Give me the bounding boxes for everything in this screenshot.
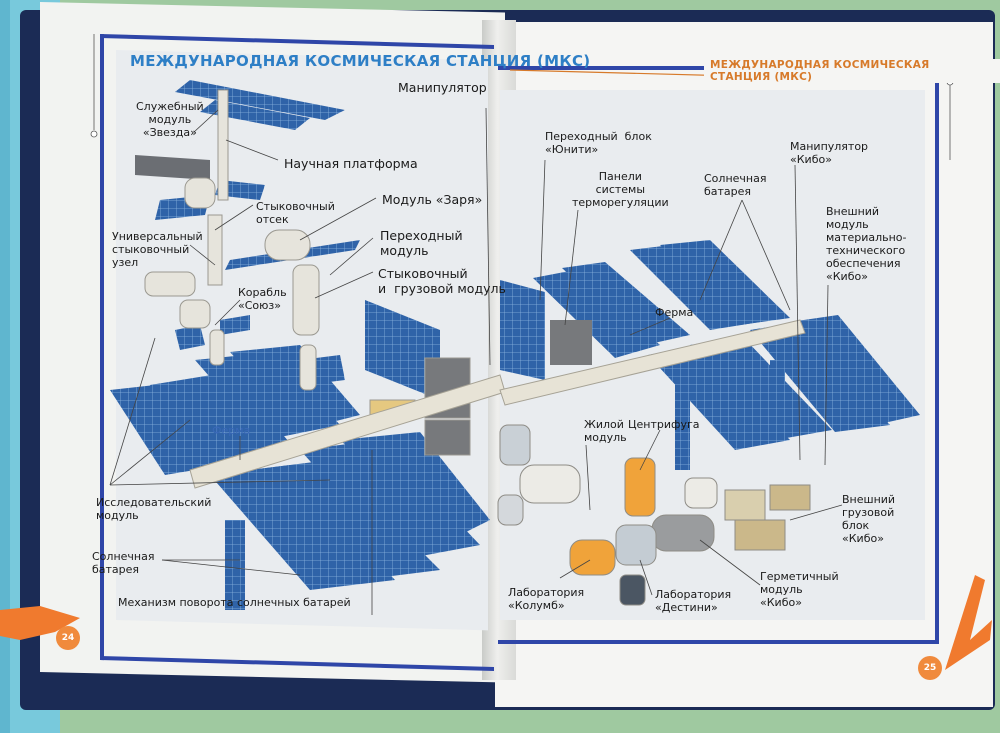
right-leader-lines — [539, 159, 843, 596]
label-rotation-mechanism: Механизм поворота солнечных батарей — [118, 596, 351, 609]
label-kibo-manipulator: Манипулятор «Кибо» — [790, 140, 869, 166]
label-truss-left: Ферма — [212, 424, 251, 437]
label-research-module: Исследовательский модуль — [96, 496, 212, 522]
label-columbus: Лаборатория «Колумб» — [508, 586, 585, 612]
label-soyuz: Корабль «Союз» — [238, 286, 287, 312]
label-unity: Переходный блок «Юнити» — [545, 130, 652, 156]
left-orange-wing — [0, 606, 80, 640]
label-kibo-external: Внешний модуль материально- технического… — [826, 205, 907, 283]
label-solar-array-left: Солнечная батарея — [92, 550, 155, 576]
label-kibo-cargo: Внешний грузовой блок «Кибо» — [842, 493, 896, 545]
left-leader-lines — [109, 107, 491, 615]
label-manipulator: Манипулятор — [398, 80, 487, 95]
label-science-platform: Научная платформа — [284, 156, 418, 171]
right-modules — [497, 424, 811, 606]
label-transfer-module: Переходный модуль — [380, 228, 463, 258]
label-zvezda: Служебный модуль «Звезда» — [136, 100, 204, 139]
label-solar-array-right: Солнечная батарея — [704, 172, 767, 198]
label-thermal-panels: Панели системы терморегуляции — [572, 170, 669, 209]
left-page-number: 24 — [56, 626, 80, 650]
right-page-number: 25 — [918, 656, 942, 680]
label-zarya: Модуль «Заря» — [382, 192, 483, 207]
right-solar-arrays — [500, 240, 920, 470]
label-docking-bay: Стыковочный отсек — [256, 200, 335, 226]
label-truss-right: Ферма — [655, 306, 694, 319]
label-centrifuge: Центрифуга — [628, 418, 700, 431]
right-page-title: МЕЖДУНАРОДНАЯ КОСМИЧЕСКАЯ СТАНЦИЯ (МКС) — [704, 59, 1000, 83]
label-kibo-pressurized: Герметичный модуль «Кибо» — [760, 570, 839, 609]
label-docking-cargo: Стыковочный и грузовой модуль — [378, 266, 506, 296]
left-page-title: МЕЖДУНАРОДНАЯ КОСМИЧЕСКАЯ СТАНЦИЯ (МКС) — [130, 52, 591, 70]
label-habitation: Жилой модуль — [584, 418, 627, 444]
label-universal-node: Универсальный стыковочный узел — [112, 230, 203, 269]
right-orange-wing — [945, 575, 992, 670]
label-destiny: Лаборатория «Дестини» — [655, 588, 732, 614]
